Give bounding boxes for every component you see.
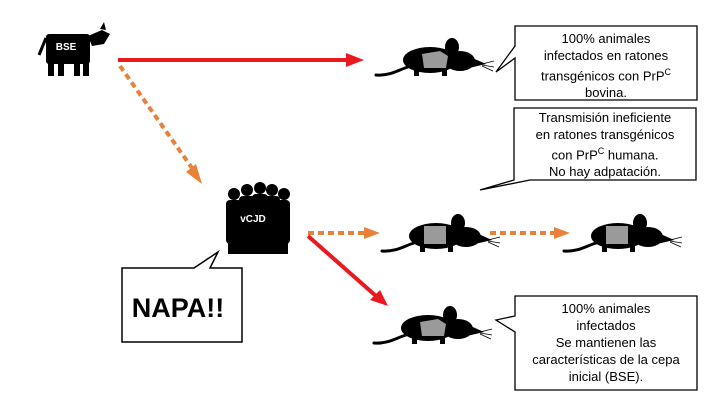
callout-middle-box <box>479 107 697 191</box>
callout-bottom-box <box>494 295 698 391</box>
arrow-vcjd-to-human-mouse <box>308 227 380 239</box>
mouse-bovine-passage-icon <box>372 304 494 346</box>
mouse-bovine-icon <box>374 36 496 78</box>
arrow-vcjd-to-bovine-mouse <box>306 234 388 306</box>
callout-bottom-text: 100% animales infectados Se mantienen la… <box>532 301 680 384</box>
arrow-bse-to-vcjd <box>118 64 202 184</box>
mouse-human-icon <box>380 212 502 254</box>
arrow-human-mouse-passage <box>490 227 570 239</box>
callout-top-box <box>495 25 698 101</box>
speech-bubble <box>121 249 243 343</box>
arrow-bse-to-bovine-mouse <box>118 53 364 67</box>
people-silhouette-icon <box>226 182 290 254</box>
callout-middle-text: Transmisión ineficiente en ratones trans… <box>535 110 675 180</box>
callout-top-text: 100% animales infectados en ratones tran… <box>540 31 672 101</box>
cow-label: BSE <box>56 42 77 53</box>
speech-bubble-text: NAPA!! <box>131 293 225 323</box>
people-label: vCJD <box>240 214 266 225</box>
cow-icon <box>37 22 110 76</box>
mouse-human-passage-icon <box>562 212 684 254</box>
